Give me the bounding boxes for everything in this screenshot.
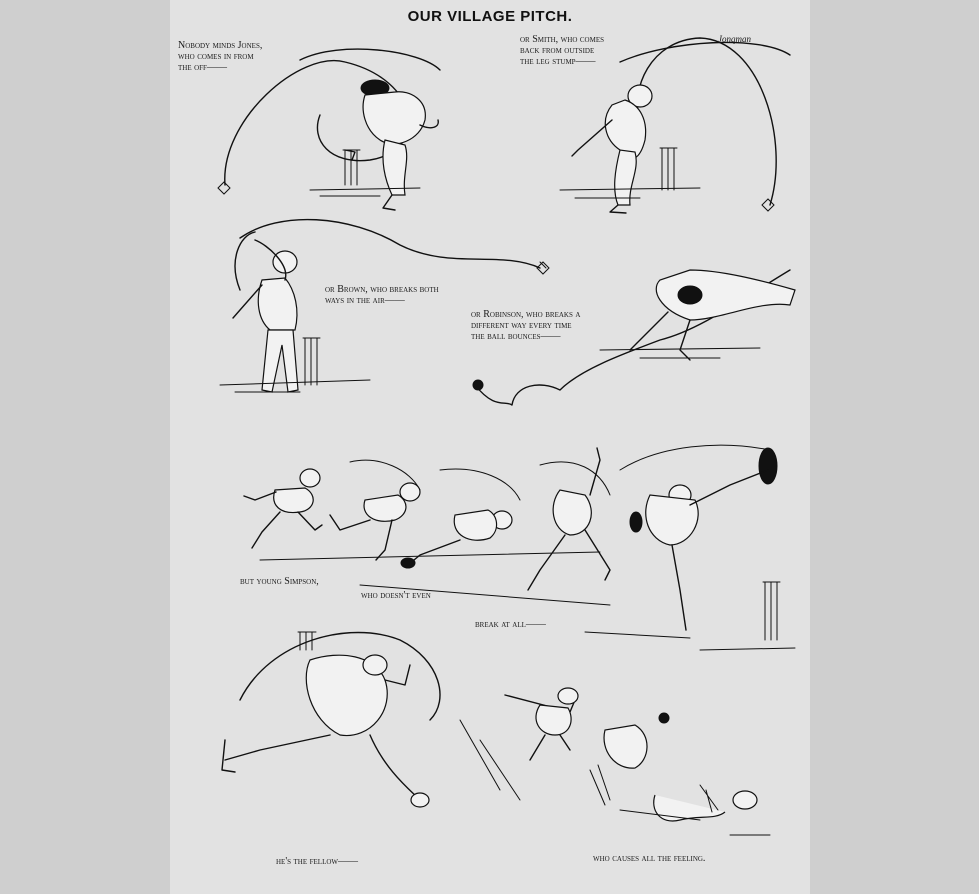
- caption-smith: or Smith, who comes back from outside th…: [520, 34, 605, 67]
- simpson-run-up-sequence: [243, 444, 796, 651]
- caption-fellow: he's the fellow——: [276, 856, 359, 867]
- caption-brown: or Brown, who breaks both ways in the ai…: [325, 284, 439, 306]
- brown-bowler-figure: [219, 218, 550, 393]
- page-title: OUR VILLAGE PITCH.: [407, 8, 573, 25]
- caption-robinson: or Robinson, who breaks a different way …: [471, 309, 581, 342]
- caption-simpson-3: break at all——: [475, 619, 546, 630]
- newspaper-page: [170, 0, 810, 894]
- caption-jones: Nobody minds Jones, who comes in from th…: [178, 40, 263, 73]
- artist-signature: Jonqman: [718, 34, 751, 44]
- caption-simpson-2: who doesn't even: [361, 590, 431, 601]
- fellow-bowling-figure: [221, 631, 521, 808]
- jones-bowler-figure: [217, 48, 441, 211]
- smith-bowler-figure: [559, 37, 791, 214]
- batsman-wicket-figure: [504, 687, 771, 836]
- caption-simpson-1: but young Simpson,: [240, 576, 319, 587]
- caption-feeling: who causes all the feeling.: [593, 853, 706, 864]
- robinson-bowler-figure: [472, 269, 796, 406]
